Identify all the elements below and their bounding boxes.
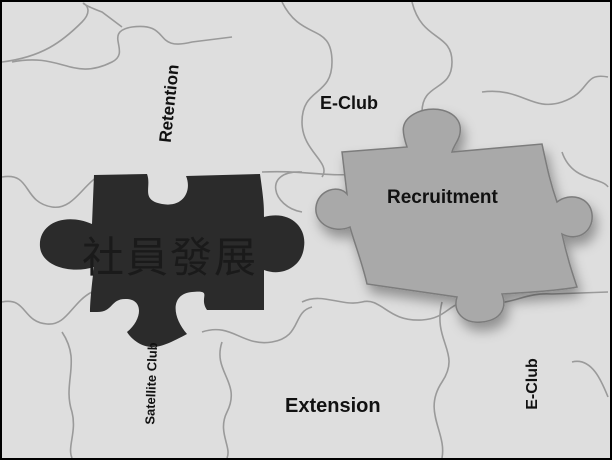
label-chinese-member-development: 社員發展 bbox=[82, 233, 259, 282]
label-recruitment: Recruitment bbox=[387, 187, 498, 208]
floating-puzzle-piece bbox=[315, 108, 593, 323]
label-e-club-right: E-Club bbox=[523, 358, 541, 410]
label-extension: Extension bbox=[285, 395, 381, 417]
label-e-club-top: E-Club bbox=[320, 93, 378, 113]
missing-piece-hole bbox=[39, 174, 305, 347]
label-satellite-club: Satellite Club bbox=[142, 342, 161, 425]
